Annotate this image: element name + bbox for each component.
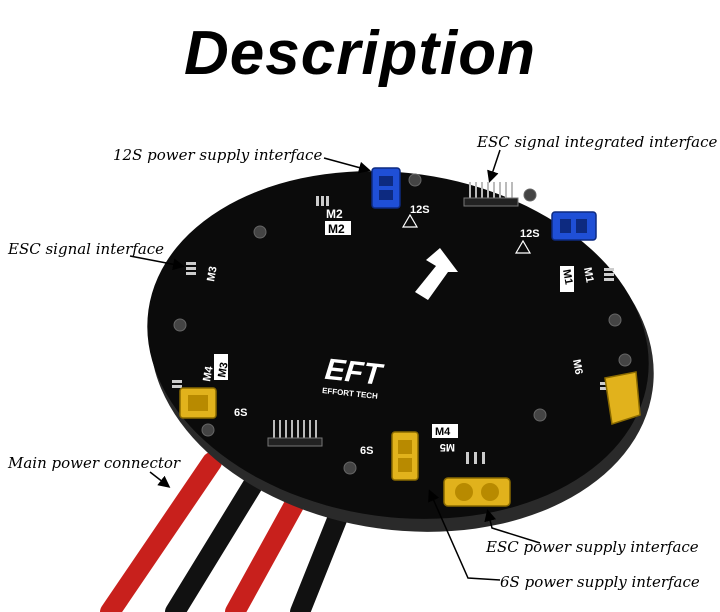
connector-esc-power (443, 477, 511, 507)
label-m4: M4 (201, 365, 216, 383)
board-body (147, 171, 649, 519)
connector-m6-power (604, 371, 641, 425)
leader-esc-signal-integrated (487, 149, 501, 183)
label-12s-top: 12S (410, 204, 430, 216)
signal-header-base (463, 197, 519, 207)
mounting-hole (618, 353, 632, 367)
label-m5: M5 (440, 441, 455, 453)
callout-esc-signal-integrated: ESC signal integrated interface (477, 133, 718, 151)
mounting-hole (523, 188, 537, 202)
signal-header-bottom (273, 420, 317, 440)
mounting-hole (343, 461, 357, 475)
leader-6s-power (428, 489, 501, 581)
label-12s-right: 12S (520, 228, 540, 240)
label-6s-left: 6S (234, 407, 247, 419)
label-m1-box: M1 (560, 268, 574, 285)
label-m1: M1 (581, 266, 595, 283)
brand-logo: EFT (323, 353, 385, 392)
connector-12s-top (371, 167, 401, 209)
mounting-hole (533, 408, 547, 422)
label-m2-box: M2 (328, 222, 345, 236)
label-m6: M6 (570, 358, 584, 375)
forward-arrow-icon (415, 248, 458, 300)
label-m2: M2 (326, 207, 343, 221)
mounting-hole (253, 225, 267, 239)
mounting-hole (408, 173, 422, 187)
wire-red-1 (100, 452, 222, 612)
signal-header-top (469, 182, 513, 200)
warning-icon (401, 213, 532, 254)
signal-header-bottom-base (267, 437, 323, 447)
callout-12s-power: 12S power supply interface (113, 146, 323, 164)
wire-black-1 (165, 460, 272, 612)
label-m4-box: M4 (435, 426, 451, 438)
mounting-hole (201, 423, 215, 437)
mounting-hole (608, 313, 622, 327)
leader-esc-power (484, 509, 541, 544)
connector-12s-right (551, 211, 597, 241)
connector-6s-left (179, 387, 217, 419)
mounting-holes (173, 173, 632, 475)
mounting-hole (173, 318, 187, 332)
label-m3-box: M3 (216, 361, 230, 378)
esc-signal-pins (172, 196, 614, 464)
callout-esc-signal: ESC signal interface (8, 240, 165, 258)
label-m3: M3 (205, 265, 219, 282)
callout-main-power: Main power connector (8, 454, 181, 472)
leader-12s-power (323, 157, 371, 174)
callout-esc-power: ESC power supply interface (486, 538, 699, 556)
label-6s-bottom: 6S (360, 445, 373, 457)
leader-esc-signal (129, 255, 185, 271)
connector-6s-bottom (391, 431, 419, 481)
leader-main-power (149, 471, 171, 488)
page-title: Description (183, 19, 537, 88)
callout-6s-power: 6S power supply interface (500, 573, 700, 591)
